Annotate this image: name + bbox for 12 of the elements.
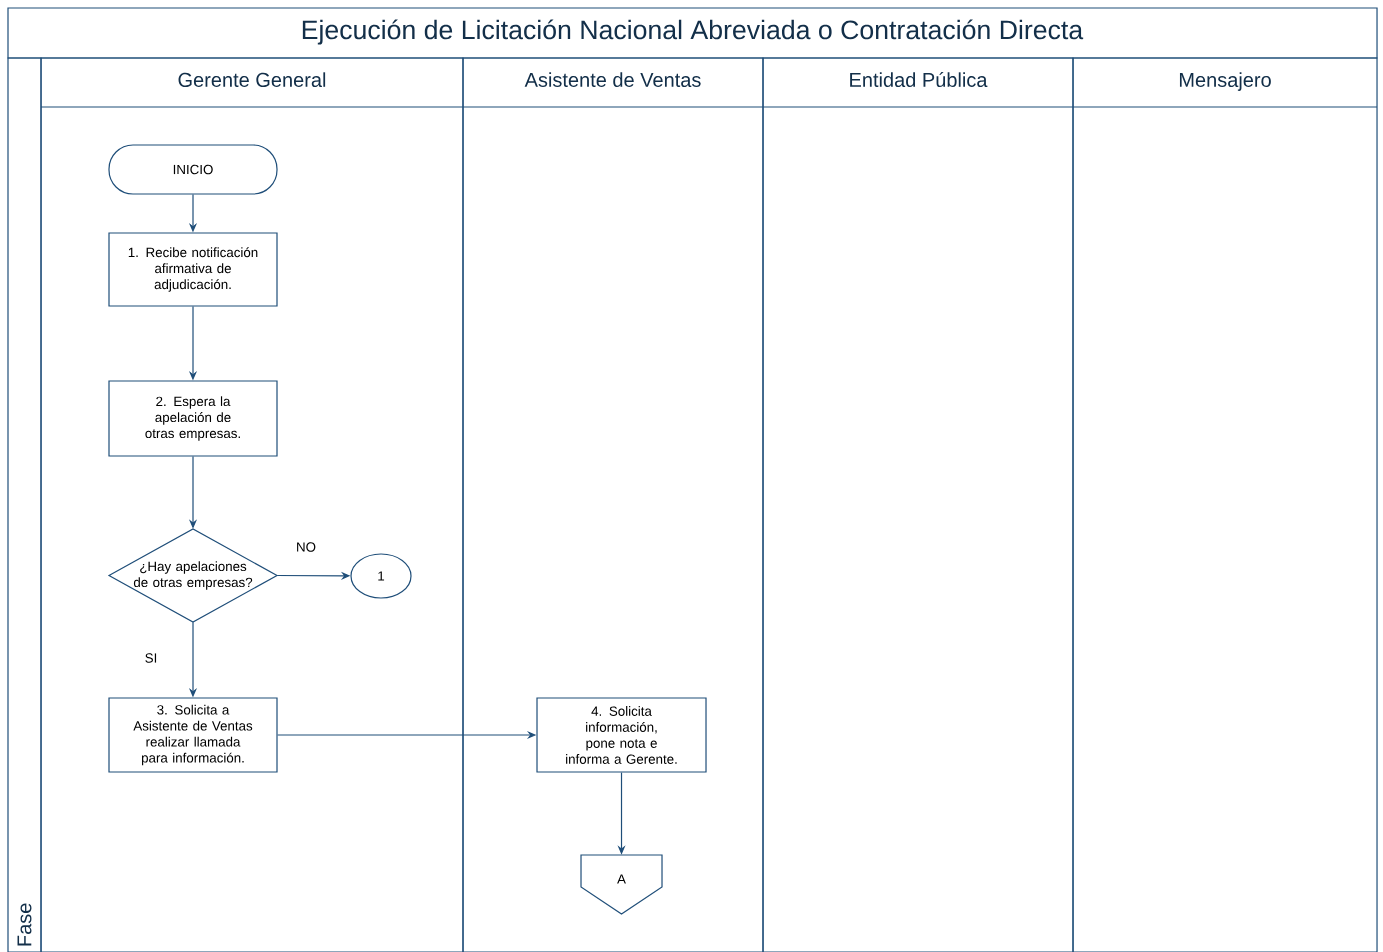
- process-box: 2. Espera la apelación de otras empresas.: [108, 380, 278, 457]
- edge-label: SI: [143, 651, 159, 665]
- process-box: 1. Recibe notificación afirmativa de adjudicación.: [108, 232, 278, 307]
- swimlane: Entidad Pública: [762, 57, 1074, 952]
- off-page-connector: A: [580, 854, 663, 915]
- title-bar: Ejecución de Licitación Nacional Abreviada o Contratación Directa: [7, 7, 1378, 59]
- phase-band: Fase: [7, 57, 42, 952]
- edge-label: NO: [294, 540, 318, 554]
- process-box: 4. Solicita información, pone nota e informa a Gerente.: [536, 697, 707, 773]
- swimlane: Mensajero: [1072, 57, 1378, 952]
- process-box: 3. Solicita a Asistente de Ventas realizar llamada para información.: [108, 697, 278, 773]
- start-terminal: INICIO: [108, 144, 278, 195]
